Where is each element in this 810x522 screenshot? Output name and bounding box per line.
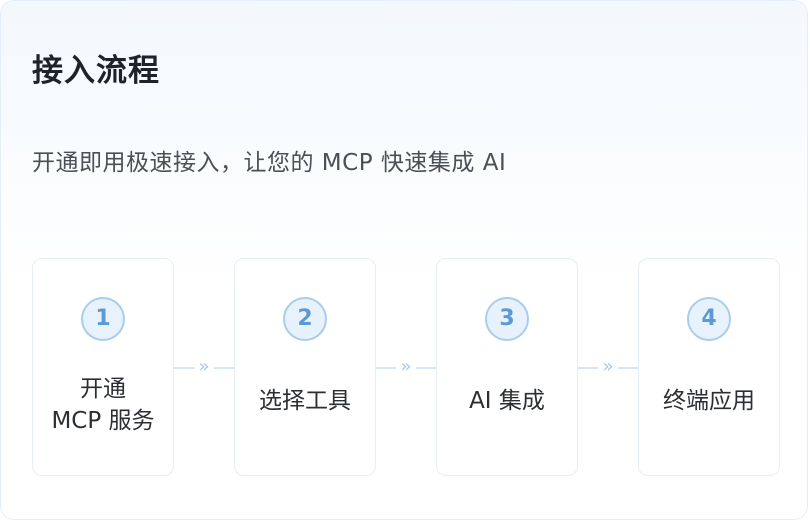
step-number-badge: 1 (81, 297, 125, 341)
step-card-4: 4 终端应用 (638, 258, 780, 476)
step-connector: » (376, 356, 436, 378)
step-label: 终端应用 (663, 388, 755, 414)
step-label: 开通 MCP 服务 (33, 373, 173, 437)
step-label-line1: 开通 (80, 376, 126, 402)
double-chevron-right-icon: » (396, 356, 416, 378)
step-number-badge: 2 (283, 297, 327, 341)
step-number-badge: 3 (485, 297, 529, 341)
step-card-3: 3 AI 集成 (436, 258, 578, 476)
card-title: 接入流程 (32, 53, 160, 89)
double-chevron-right-icon: » (194, 356, 214, 378)
double-chevron-right-icon: » (598, 356, 618, 378)
step-card-2: 2 选择工具 (234, 258, 376, 476)
step-number-badge: 4 (687, 297, 731, 341)
step-card-1: 1 开通 MCP 服务 (32, 258, 174, 476)
step-connector: » (578, 356, 638, 378)
steps-row: 1 开通 MCP 服务 » 2 选择工具 » 3 AI 集成 » 4 终端应用 (32, 258, 782, 476)
step-connector: » (174, 356, 234, 378)
step-label: AI 集成 (469, 388, 545, 414)
card-subtitle: 开通即用极速接入，让您的 MCP 快速集成 AI (32, 150, 507, 176)
step-label-line2: MCP 服务 (51, 408, 155, 434)
step-label: 选择工具 (259, 388, 351, 414)
